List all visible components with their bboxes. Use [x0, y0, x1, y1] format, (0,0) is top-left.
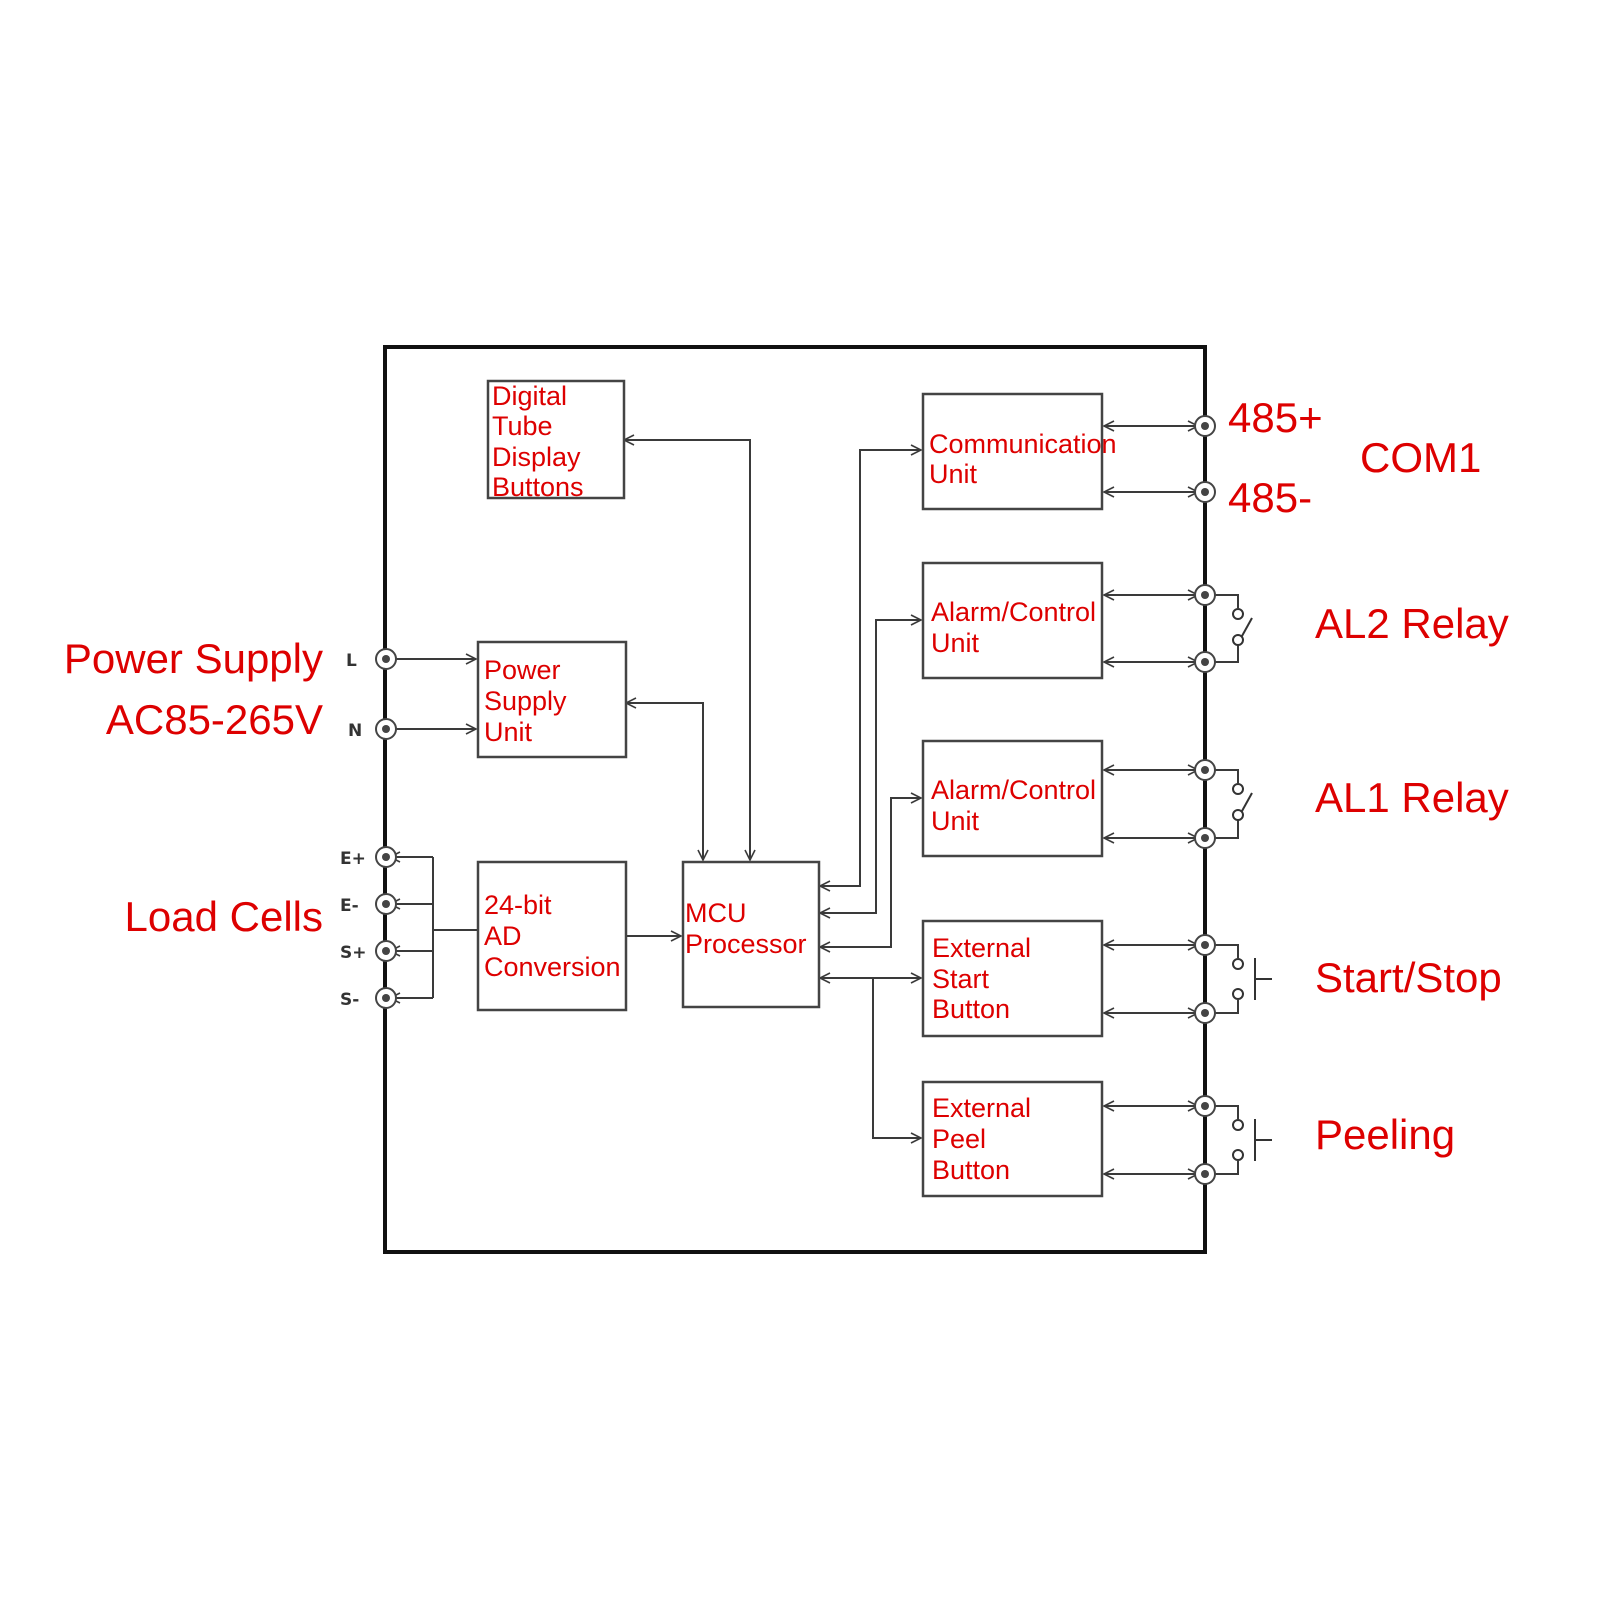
pin-label-eminus: E- — [340, 896, 359, 916]
load-cells-label: Load Cells — [125, 893, 323, 940]
wire-mcu-alarm1 — [820, 798, 921, 947]
peel-line-3: Button — [932, 1155, 1010, 1185]
wire-mcu-peel — [872, 978, 921, 1138]
com1-label: COM1 — [1360, 434, 1481, 481]
power-unit-line-2: Supply — [484, 686, 567, 716]
pin-label-splus: S+ — [340, 943, 367, 963]
ad-line-1: 24-bit — [484, 890, 552, 920]
display-line-3: Display — [492, 442, 581, 472]
alarm1-control-unit-block: Alarm/Control Unit — [921, 739, 1104, 858]
wire-display-mcu — [624, 440, 750, 860]
power-unit-line-3: Unit — [484, 717, 533, 747]
start-line-2: Start — [932, 964, 990, 994]
power-unit-line-1: Power — [484, 655, 561, 685]
terminal-eplus — [375, 846, 397, 868]
rs485-minus-label: 485- — [1228, 474, 1312, 521]
wire-mcu-comm — [820, 450, 921, 886]
device-frame — [383, 345, 1207, 1254]
comm-line-2: Unit — [929, 459, 978, 489]
al2-relay-contact-icon — [1232, 608, 1253, 646]
display-line-4: Buttons — [492, 472, 584, 502]
terminal-eminus — [375, 893, 397, 915]
mcu-processor-block: MCU Processor — [681, 860, 821, 1009]
terminal-al1-bottom — [1194, 827, 1216, 849]
external-start-button-block: External Start Button — [921, 919, 1104, 1038]
wire-power-mcu — [626, 703, 703, 860]
terminal-start-bottom — [1194, 1002, 1216, 1024]
wire-mcu-alarm2 — [820, 620, 921, 913]
start-line-1: External — [932, 933, 1031, 963]
terminals — [375, 415, 1216, 1185]
pin-label-l: L — [346, 651, 357, 671]
pin-label-eplus: E+ — [340, 849, 366, 869]
terminal-l — [375, 648, 397, 670]
mcu-line-2: Processor — [685, 929, 807, 959]
al1-relay-label: AL1 Relay — [1315, 774, 1509, 821]
rs485-plus-label: 485+ — [1228, 394, 1323, 441]
display-line-1: Digital — [492, 381, 567, 411]
start-stop-pushbutton-icon — [1232, 958, 1272, 1000]
power-supply-unit-block: Power Supply Unit — [476, 640, 628, 759]
wiring — [390, 426, 1239, 1174]
alarm2-line-1: Alarm/Control — [931, 597, 1096, 627]
terminal-start-top — [1194, 934, 1216, 956]
peeling-pushbutton-icon — [1232, 1119, 1272, 1161]
mcu-line-1: MCU — [685, 898, 747, 928]
pin-label-sminus: S- — [340, 990, 359, 1010]
external-peel-button-block: External Peel Button — [921, 1080, 1104, 1198]
display-line-2: Tube — [492, 411, 553, 441]
terminal-al2-bottom — [1194, 651, 1216, 673]
terminal-485-minus — [1194, 481, 1216, 503]
display-block: Digital Tube Display Buttons — [486, 379, 626, 502]
terminal-peel-bottom — [1194, 1163, 1216, 1185]
power-supply-label: Power Supply — [64, 635, 323, 682]
communication-unit-block: Communication Unit — [921, 392, 1117, 511]
comm-line-1: Communication — [929, 429, 1117, 459]
al2-relay-label: AL2 Relay — [1315, 600, 1509, 647]
peel-line-2: Peel — [932, 1124, 986, 1154]
pin-label-n: N — [348, 721, 362, 741]
start-stop-label: Start/Stop — [1315, 954, 1502, 1001]
peeling-label: Peeling — [1315, 1111, 1455, 1158]
ad-conversion-block: 24-bit AD Conversion — [476, 860, 628, 1012]
alarm2-control-unit-block: Alarm/Control Unit — [921, 561, 1104, 680]
power-voltage-label: AC85-265V — [106, 696, 323, 743]
ad-line-2: AD — [484, 921, 522, 951]
al1-relay-contact-icon — [1232, 783, 1253, 821]
ad-line-3: Conversion — [484, 952, 621, 982]
start-line-3: Button — [932, 994, 1010, 1024]
alarm2-line-2: Unit — [931, 628, 980, 658]
peel-line-1: External — [932, 1093, 1031, 1123]
terminal-al2-top — [1194, 584, 1216, 606]
terminal-n — [375, 718, 397, 740]
terminal-peel-top — [1194, 1095, 1216, 1117]
terminal-al1-top — [1194, 759, 1216, 781]
alarm1-line-2: Unit — [931, 806, 980, 836]
terminal-splus — [375, 940, 397, 962]
alarm1-line-1: Alarm/Control — [931, 775, 1096, 805]
terminal-485-plus — [1194, 415, 1216, 437]
terminal-sminus — [375, 987, 397, 1009]
